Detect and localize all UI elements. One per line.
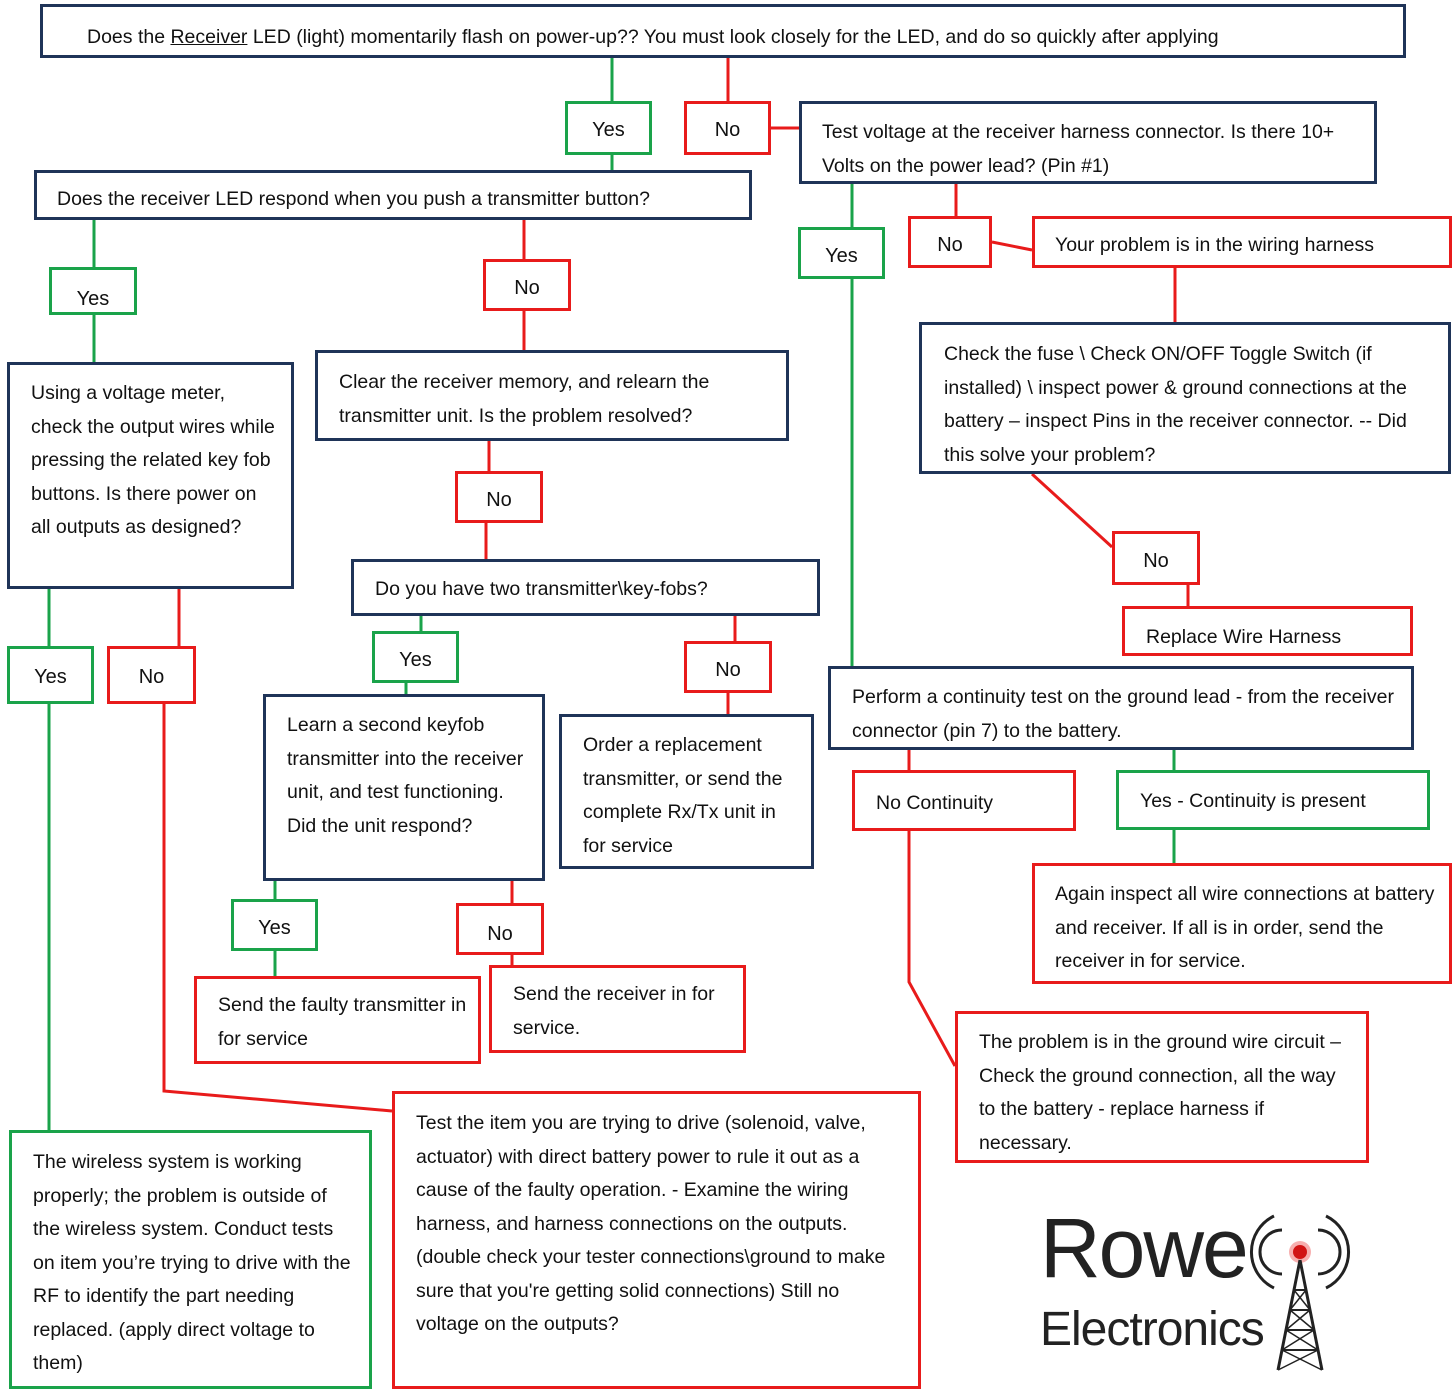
logo-brand-bottom: Electronics	[1040, 1303, 1265, 1356]
node-send-receiver: Send the receiver in for service.	[489, 965, 746, 1053]
label-no-two-transmitters: No	[684, 641, 772, 693]
label-no-learn-second: No	[456, 903, 544, 955]
label-yes-continuity: Yes - Continuity is present	[1116, 770, 1430, 830]
connector-line	[1030, 472, 1114, 549]
connector-line	[907, 831, 957, 1067]
node-clear-memory: Clear the receiver memory, and relearn t…	[315, 350, 789, 441]
node-test-item: Test the item you are trying to drive (s…	[392, 1091, 921, 1389]
node-receiver-led-flash-post: LED (light) momentarily flash on power-u…	[247, 26, 1219, 48]
connector-line	[991, 240, 1033, 252]
label-no-led-respond: No	[483, 259, 571, 311]
label-yes-voltage: Yes	[798, 227, 885, 279]
label-yes-led-flash: Yes	[565, 101, 652, 155]
node-replace-harness: Replace Wire Harness	[1122, 606, 1413, 656]
label-yes-voltage-meter: Yes	[7, 646, 94, 704]
label-yes-learn-second: Yes	[231, 899, 318, 951]
radio-tower-icon	[1250, 1214, 1350, 1371]
node-receiver-led-flash: Does the Receiver LED (light) momentaril…	[40, 4, 1406, 58]
label-no-clear-memory: No	[455, 471, 543, 523]
label-no-voltage-meter: No	[107, 646, 196, 704]
node-voltage-meter: Using a voltage meter, check the output …	[7, 362, 294, 589]
label-yes-led-respond: Yes	[49, 267, 137, 315]
node-order-replacement: Order a replacement transmitter, or send…	[559, 714, 814, 869]
node-check-fuse: Check the fuse \ Check ON/OFF Toggle Swi…	[919, 322, 1451, 474]
label-no-check-fuse: No	[1112, 531, 1200, 585]
node-two-transmitters: Do you have two transmitter\key-fobs?	[351, 559, 820, 616]
node-receiver-led-flash-pre: Does the	[87, 26, 171, 48]
label-yes-two-transmitters: Yes	[372, 631, 459, 683]
node-wiring-harness: Your problem is in the wiring harness	[1032, 216, 1452, 268]
rowe-electronics-logo: Rowe Electronics	[1036, 1198, 1366, 1378]
node-again-inspect: Again inspect all wire connections at ba…	[1032, 863, 1452, 984]
node-send-faulty-transmitter: Send the faulty transmitter in for servi…	[194, 976, 481, 1064]
logo-brand-top: Rowe	[1040, 1201, 1249, 1295]
label-no-voltage: No	[908, 216, 992, 268]
node-continuity-test: Perform a continuity test on the ground …	[828, 666, 1414, 750]
node-receiver-led-flash-receiver: Receiver	[170, 26, 248, 48]
node-learn-second-keyfob: Learn a second keyfob transmitter into t…	[263, 694, 545, 881]
node-ground-wire: The problem is in the ground wire circui…	[955, 1011, 1369, 1163]
node-wireless-ok: The wireless system is working properly;…	[9, 1130, 372, 1389]
node-led-respond: Does the receiver LED respond when you p…	[34, 170, 752, 220]
label-no-continuity: No Continuity	[852, 770, 1076, 831]
label-no-led-flash: No	[684, 101, 771, 155]
node-test-voltage: Test voltage at the receiver harness con…	[799, 101, 1377, 184]
